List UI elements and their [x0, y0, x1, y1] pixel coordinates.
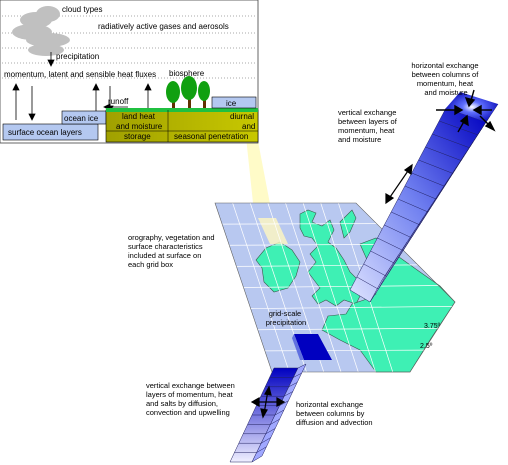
label-fluxes: momentum, latent and sensible heat fluxe… — [4, 70, 156, 79]
label-grid-scale-precip: grid-scale precipitation — [266, 309, 306, 327]
map-grid — [214, 202, 456, 373]
ocean-column — [229, 363, 307, 463]
cloud-icon — [12, 6, 70, 56]
label-land-heat: land heat — [122, 112, 156, 121]
land-great-britain — [299, 209, 361, 307]
highlight-cell — [258, 218, 288, 244]
label-precipitation: precipitation — [56, 52, 99, 61]
label-moisture: and moisture — [116, 122, 163, 131]
biosphere-trees-icon — [166, 76, 210, 108]
label-biosphere: biosphere — [169, 69, 205, 78]
label-ocean-ice: ocean ice — [64, 114, 99, 123]
label-cloud-types: cloud types — [62, 5, 102, 14]
ice-block — [211, 96, 257, 109]
surface-ocean-block — [2, 123, 99, 141]
projection-beam — [232, 5, 292, 250]
label-horizontal-bottom: horizontal exchange between columns by d… — [296, 400, 373, 427]
label-storage: storage — [124, 132, 151, 141]
land-heat-block — [105, 109, 259, 143]
label-runoff: runoff — [108, 97, 129, 106]
label-vertical-bottom: vertical exchange between layers of mome… — [146, 381, 237, 417]
label-and: and — [242, 122, 255, 131]
label-horizontal-top: horizontal exchange between columns of m… — [411, 61, 480, 97]
land-ireland — [255, 241, 301, 293]
label-ice: ice — [226, 99, 237, 108]
label-orography: orography, vegetation and surface charac… — [128, 233, 217, 269]
surface-inset-panel: cloud types radiatively active gases and… — [0, 0, 259, 144]
label-grid-lon: 3.75º — [424, 323, 441, 330]
precip-cell — [294, 334, 332, 360]
label-radiative-gases: radiatively active gases and aerosols — [98, 22, 229, 31]
label-diurnal: diurnal — [230, 112, 254, 121]
label-seasonal: seasonal penetration — [174, 132, 248, 141]
label-surface-ocean: surface ocean layers — [8, 128, 82, 137]
label-grid-lat: 2.5º — [420, 343, 433, 350]
column-top-face — [446, 92, 498, 122]
atmosphere-column — [349, 89, 499, 303]
annotation-labels: horizontal exchange between columns of m… — [128, 61, 480, 427]
label-vertical-top: vertical exchange between layers of mome… — [338, 108, 399, 144]
